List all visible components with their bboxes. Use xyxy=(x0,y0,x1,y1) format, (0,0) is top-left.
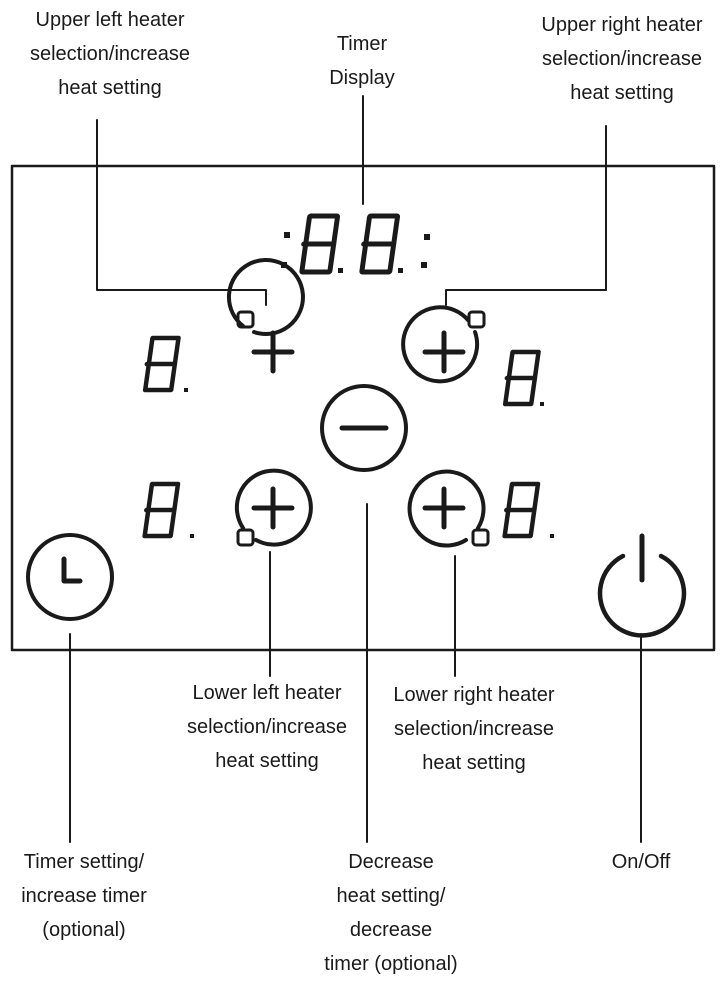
leader-upper-right xyxy=(445,125,607,306)
indicator-light-icon xyxy=(467,310,486,329)
timer-colon-right xyxy=(421,234,430,268)
leader-upper-left xyxy=(96,119,267,306)
indicator-light-icon xyxy=(236,528,255,547)
upper-left-plus-button[interactable] xyxy=(226,258,305,374)
power-icon xyxy=(597,553,687,638)
indicator-light-icon xyxy=(236,310,255,329)
label-on-off: On/Off xyxy=(611,851,671,873)
upper-right-plus-button[interactable] xyxy=(401,305,486,384)
label-upper-right-heater: Upper right heater selection/increase he… xyxy=(541,14,703,104)
clock-icon xyxy=(26,533,114,621)
timer-display xyxy=(281,213,430,275)
plus-icon xyxy=(422,486,466,530)
digit-upper-right xyxy=(502,349,544,407)
plus-ring xyxy=(407,469,486,548)
lower-left-plus-button[interactable] xyxy=(234,468,313,547)
plus-icon xyxy=(251,486,295,530)
label-upper-left-heater: Upper left heater selection/increase hea… xyxy=(29,9,191,99)
indicator-light-icon xyxy=(471,528,490,547)
leader-lines xyxy=(69,95,642,843)
digit-lower-right xyxy=(502,481,554,539)
timer-button[interactable] xyxy=(26,533,114,621)
timer-digit-2 xyxy=(359,213,401,275)
minus-ring xyxy=(320,384,408,472)
minus-button[interactable] xyxy=(320,384,408,472)
plus-ring xyxy=(234,468,313,547)
clock-hands xyxy=(61,556,83,584)
label-lower-left-heater: Lower left heater selection/increase hea… xyxy=(186,682,348,772)
timer-digit-1 xyxy=(299,213,341,275)
timer-dot-1 xyxy=(338,268,343,273)
power-button[interactable] xyxy=(597,533,687,638)
digit-lower-left xyxy=(142,481,194,539)
label-lower-right-heater: Lower right heater selection/increase he… xyxy=(393,684,555,774)
plus-icon xyxy=(251,330,295,374)
digit-upper-left xyxy=(142,335,188,393)
control-panel-outline xyxy=(10,164,716,652)
lower-right-plus-button[interactable] xyxy=(407,469,490,548)
plus-ring xyxy=(226,258,305,336)
label-timer-setting: Timer setting/ increase timer (optional) xyxy=(21,851,147,941)
label-decrease: Decrease heat setting/ decrease timer (o… xyxy=(324,851,458,975)
timer-dot-2 xyxy=(398,268,403,273)
label-timer-display: Timer Display xyxy=(329,33,395,89)
plus-icon xyxy=(422,330,466,374)
plus-ring xyxy=(401,305,480,384)
